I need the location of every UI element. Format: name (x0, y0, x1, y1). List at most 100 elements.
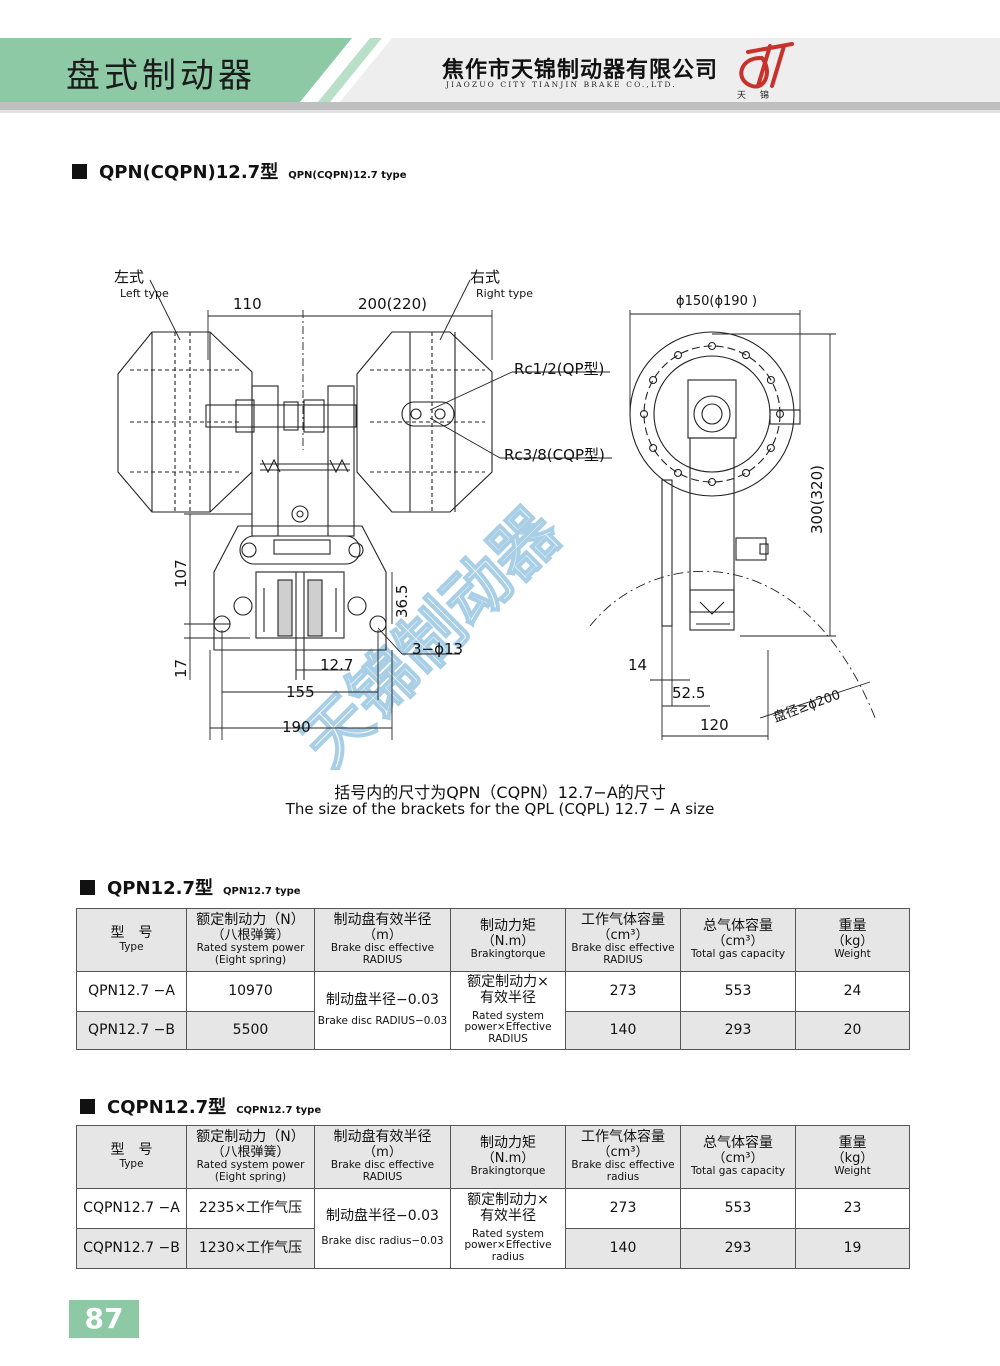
cell-total-gas: 553 (680, 1188, 796, 1229)
right-type-en: Right type (476, 287, 534, 300)
dimension-lines-right (589, 310, 877, 740)
bolt-hole (673, 468, 683, 477)
header-cell: 制动力矩（N.m）Brakingtorque (450, 1125, 566, 1189)
page-number: 87 (69, 1300, 139, 1338)
cell-work-gas: 273 (565, 1188, 681, 1229)
company-name-english: JIAOZUO CITY TIANJIN BRAKE CO.,LTD. (446, 80, 677, 89)
dim-12-7: 12.7 (320, 656, 354, 674)
cell-weight: 20 (795, 1011, 910, 1050)
dim-52-5: 52.5 (672, 684, 706, 702)
left-brake-housing (117, 331, 253, 513)
logo-caption: 天锦 (737, 91, 784, 101)
dim-107: 107 (172, 559, 190, 588)
dim-300: 300(320) (808, 465, 826, 534)
section-title: QPN(CQPN)12.7型 (99, 162, 279, 183)
cell-work-gas: 140 (565, 1228, 681, 1269)
cell-weight: 24 (795, 971, 910, 1012)
bullet-square-icon (72, 163, 87, 179)
section-heading-drawing: QPN(CQPN)12.7型 QPN(CQPN)12.7 type (72, 158, 406, 184)
bolt-hole (766, 443, 775, 453)
left-type-cn: 左式 (114, 268, 145, 286)
dim-200: 200(220) (358, 295, 427, 313)
page-header: 盘式制动器 焦作市天锦制动器有限公司 JIAOZUO CITY TIANJIN … (0, 0, 1000, 118)
cell-force: 2235×工作气压 (186, 1188, 315, 1229)
section-subtitle: QPN12.7 type (222, 886, 301, 897)
dim-155: 155 (286, 683, 315, 701)
bolt-hole (707, 477, 717, 487)
technical-drawing: 天锦制动器 (0, 250, 1000, 782)
bolt-hole (649, 443, 658, 453)
section-subtitle: CQPN12.7 type (236, 1105, 322, 1116)
company-logo-icon (739, 42, 794, 89)
header-cell: 制动盘有效半径（m）Brake disc effective RADIUS (314, 1125, 451, 1189)
port-rc38: Rc3/8(CQP型) (504, 446, 605, 464)
note-chinese: 括号内的尺寸为QPN（CQPN）12.7−A的尺寸 (334, 783, 666, 802)
brake-drawing-svg: 天锦制动器 (117, 279, 877, 782)
header-cell: 总气体容量（cm³）Total gas capacity (680, 908, 796, 972)
header-cell: 制动盘有效半径（m）Brake disc effective RADIUS (314, 908, 451, 972)
table-row: QPN12.7 −B 5500 140 293 20 (76, 1011, 910, 1050)
header-cell: 重量（kg）Weight (795, 908, 910, 972)
right-type-cn: 右式 (470, 268, 501, 286)
dim-17: 17 (172, 658, 190, 678)
header-cell: 工作气体容量（cm³）Brake disc effective RADIUS (565, 908, 681, 972)
cell-type: CQPN12.7 −A (76, 1188, 187, 1229)
bolt-hole (741, 351, 751, 360)
header-cell: 额定制动力（N）（八根弹簧）Rated system power (Eight … (186, 908, 315, 972)
section-subtitle: QPN(CQPN)12.7 type (288, 170, 407, 181)
right-brake-housing (356, 331, 493, 513)
dim-14: 14 (628, 656, 648, 674)
section-title: CQPN12.7型 (107, 1097, 227, 1118)
bolt-hole (707, 341, 717, 351)
cell-weight: 19 (795, 1228, 910, 1269)
left-type-en: Left type (120, 287, 169, 300)
bullet-square-icon (80, 1098, 95, 1114)
dimension-lines-left (149, 279, 612, 740)
section-heading-qpn: QPN12.7型 QPN12.7 type (80, 874, 301, 900)
section-title: QPN12.7型 (107, 878, 213, 899)
bolt-hole (775, 409, 785, 419)
cell-work-gas: 140 (565, 1011, 681, 1050)
header-title: 盘式制动器 (66, 56, 256, 96)
header-cell: 重量（kg）Weight (795, 1125, 910, 1189)
header-cell: 制动力矩（N.m）Brakingtorque (450, 908, 566, 972)
cell-total-gas: 293 (680, 1228, 796, 1269)
header-band (0, 38, 1000, 113)
center-bracket (205, 385, 357, 537)
table-row: CQPN12.7 −B 1230×工作气压 140 293 19 (76, 1228, 910, 1269)
dim-120: 120 (700, 716, 729, 734)
note-english: The size of the brackets for the QPL (CQ… (285, 800, 715, 818)
company-name: 焦作市天锦制动器有限公司 (442, 57, 719, 83)
section-heading-cqpn: CQPN12.7型 CQPN12.7 type (80, 1093, 321, 1119)
bolt-hole (673, 351, 683, 360)
port-rc12: Rc1/2(QP型) (514, 360, 605, 378)
side-view-holes (639, 341, 785, 487)
bolt-hole (639, 409, 649, 419)
cell-force: 1230×工作气压 (186, 1228, 315, 1269)
cell-force: 5500 (186, 1011, 315, 1050)
cell-weight: 23 (795, 1188, 910, 1229)
header-cell: 工作气体容量（cm³）Brake disc effective radius (565, 1125, 681, 1189)
cell-total-gas: 553 (680, 971, 796, 1012)
bolt-hole (741, 468, 751, 477)
bolt-hole (766, 375, 775, 385)
lower-yoke (213, 525, 387, 680)
bullet-square-icon (80, 879, 95, 895)
cell-type: QPN12.7 −A (76, 971, 187, 1012)
header-cell: 总气体容量（cm³）Total gas capacity (680, 1125, 796, 1189)
side-view (629, 331, 801, 631)
dim-36-5: 36.5 (393, 584, 411, 618)
cell-work-gas: 273 (565, 971, 681, 1012)
